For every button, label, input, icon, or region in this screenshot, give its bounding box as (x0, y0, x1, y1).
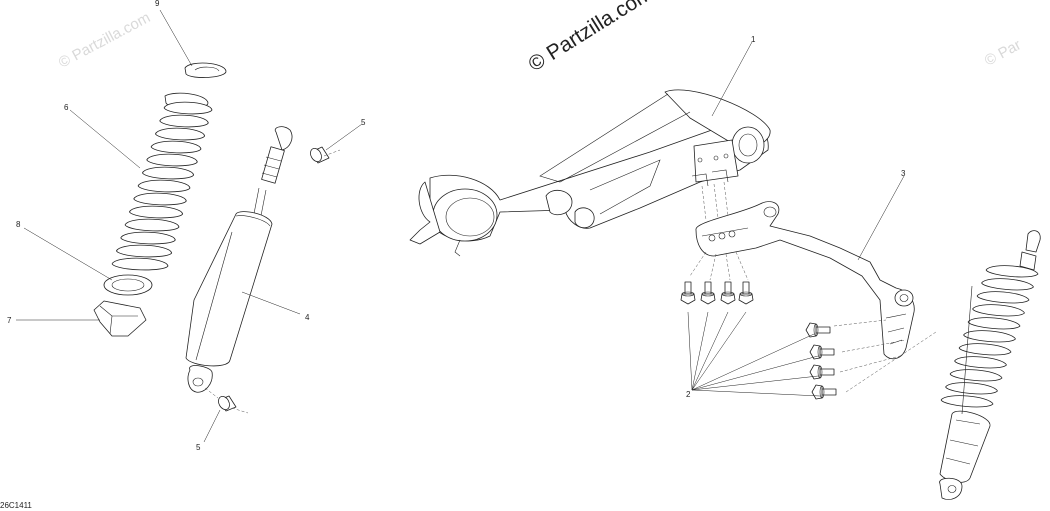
bushing-top-part (310, 146, 341, 164)
callout-9: 9 (155, 0, 160, 8)
watermark-center-text: © Partzilla.com (524, 0, 656, 76)
spring-coil (115, 244, 173, 258)
suspension-link-part (689, 201, 937, 393)
watermark-left-text: © Partzilla.com (56, 9, 153, 71)
shock-coil (949, 369, 1003, 382)
callout-2: 2 (686, 390, 691, 399)
spring-coil (146, 153, 198, 167)
callout-6: 6 (64, 103, 69, 112)
shock-absorber-part (185, 126, 293, 393)
bolt (700, 281, 716, 305)
bolt (809, 364, 835, 380)
spring-coil (111, 257, 169, 271)
callout-7: 7 (7, 316, 12, 325)
shock-coil (985, 265, 1039, 278)
spring-coil (120, 231, 176, 245)
shock-coil (954, 356, 1007, 369)
spring-coil (159, 114, 209, 128)
shock-coil (958, 343, 1012, 356)
watermark-center: © Partzilla.com (524, 0, 656, 76)
spring-coil (137, 179, 191, 193)
bolt (738, 281, 754, 305)
coil-spring-part (111, 92, 213, 271)
bolt-group (680, 281, 837, 400)
shock-coil (972, 304, 1025, 317)
spring-coil (128, 205, 184, 219)
callout-4: 4 (305, 313, 310, 322)
bolt (811, 384, 837, 400)
shock-coil (981, 278, 1034, 291)
spring-coil (163, 101, 213, 115)
bolt (720, 281, 736, 305)
callout-1: 1 (751, 35, 756, 44)
assembled-shock-part (939, 230, 1041, 500)
spring-coil (150, 140, 202, 154)
bolt (680, 281, 696, 305)
spring-coil (124, 218, 180, 232)
spring-coil (141, 166, 195, 180)
spring-coil (154, 127, 206, 141)
callout-3: 3 (901, 169, 906, 178)
spring-seat-ring-part (103, 274, 153, 296)
spring-adjuster-part (93, 300, 147, 337)
leader-lines (16, 9, 905, 443)
spring-coil (133, 192, 187, 206)
shock-coil (976, 291, 1030, 304)
watermark-left: © Partzilla.com (56, 9, 153, 71)
shock-coil (945, 382, 998, 395)
callout-5-bottom: 5 (196, 443, 201, 452)
bolt (805, 322, 831, 338)
swing-arm-part (409, 89, 771, 257)
shock-coil (940, 395, 994, 408)
bolt (809, 344, 835, 360)
watermark-right: © Par (982, 36, 1024, 69)
shock-coil (963, 330, 1016, 343)
callout-5-top: 5 (361, 118, 366, 127)
shock-coil (967, 317, 1021, 330)
callout-8: 8 (16, 220, 21, 229)
diagram-code: 26C1411 (0, 501, 32, 510)
watermark-right-text: © Par (982, 36, 1024, 69)
spring-stopper-part (184, 62, 227, 78)
callouts: 9 6 8 7 5 4 5 1 3 2 (7, 0, 906, 452)
bushing-bottom-part (204, 387, 249, 414)
